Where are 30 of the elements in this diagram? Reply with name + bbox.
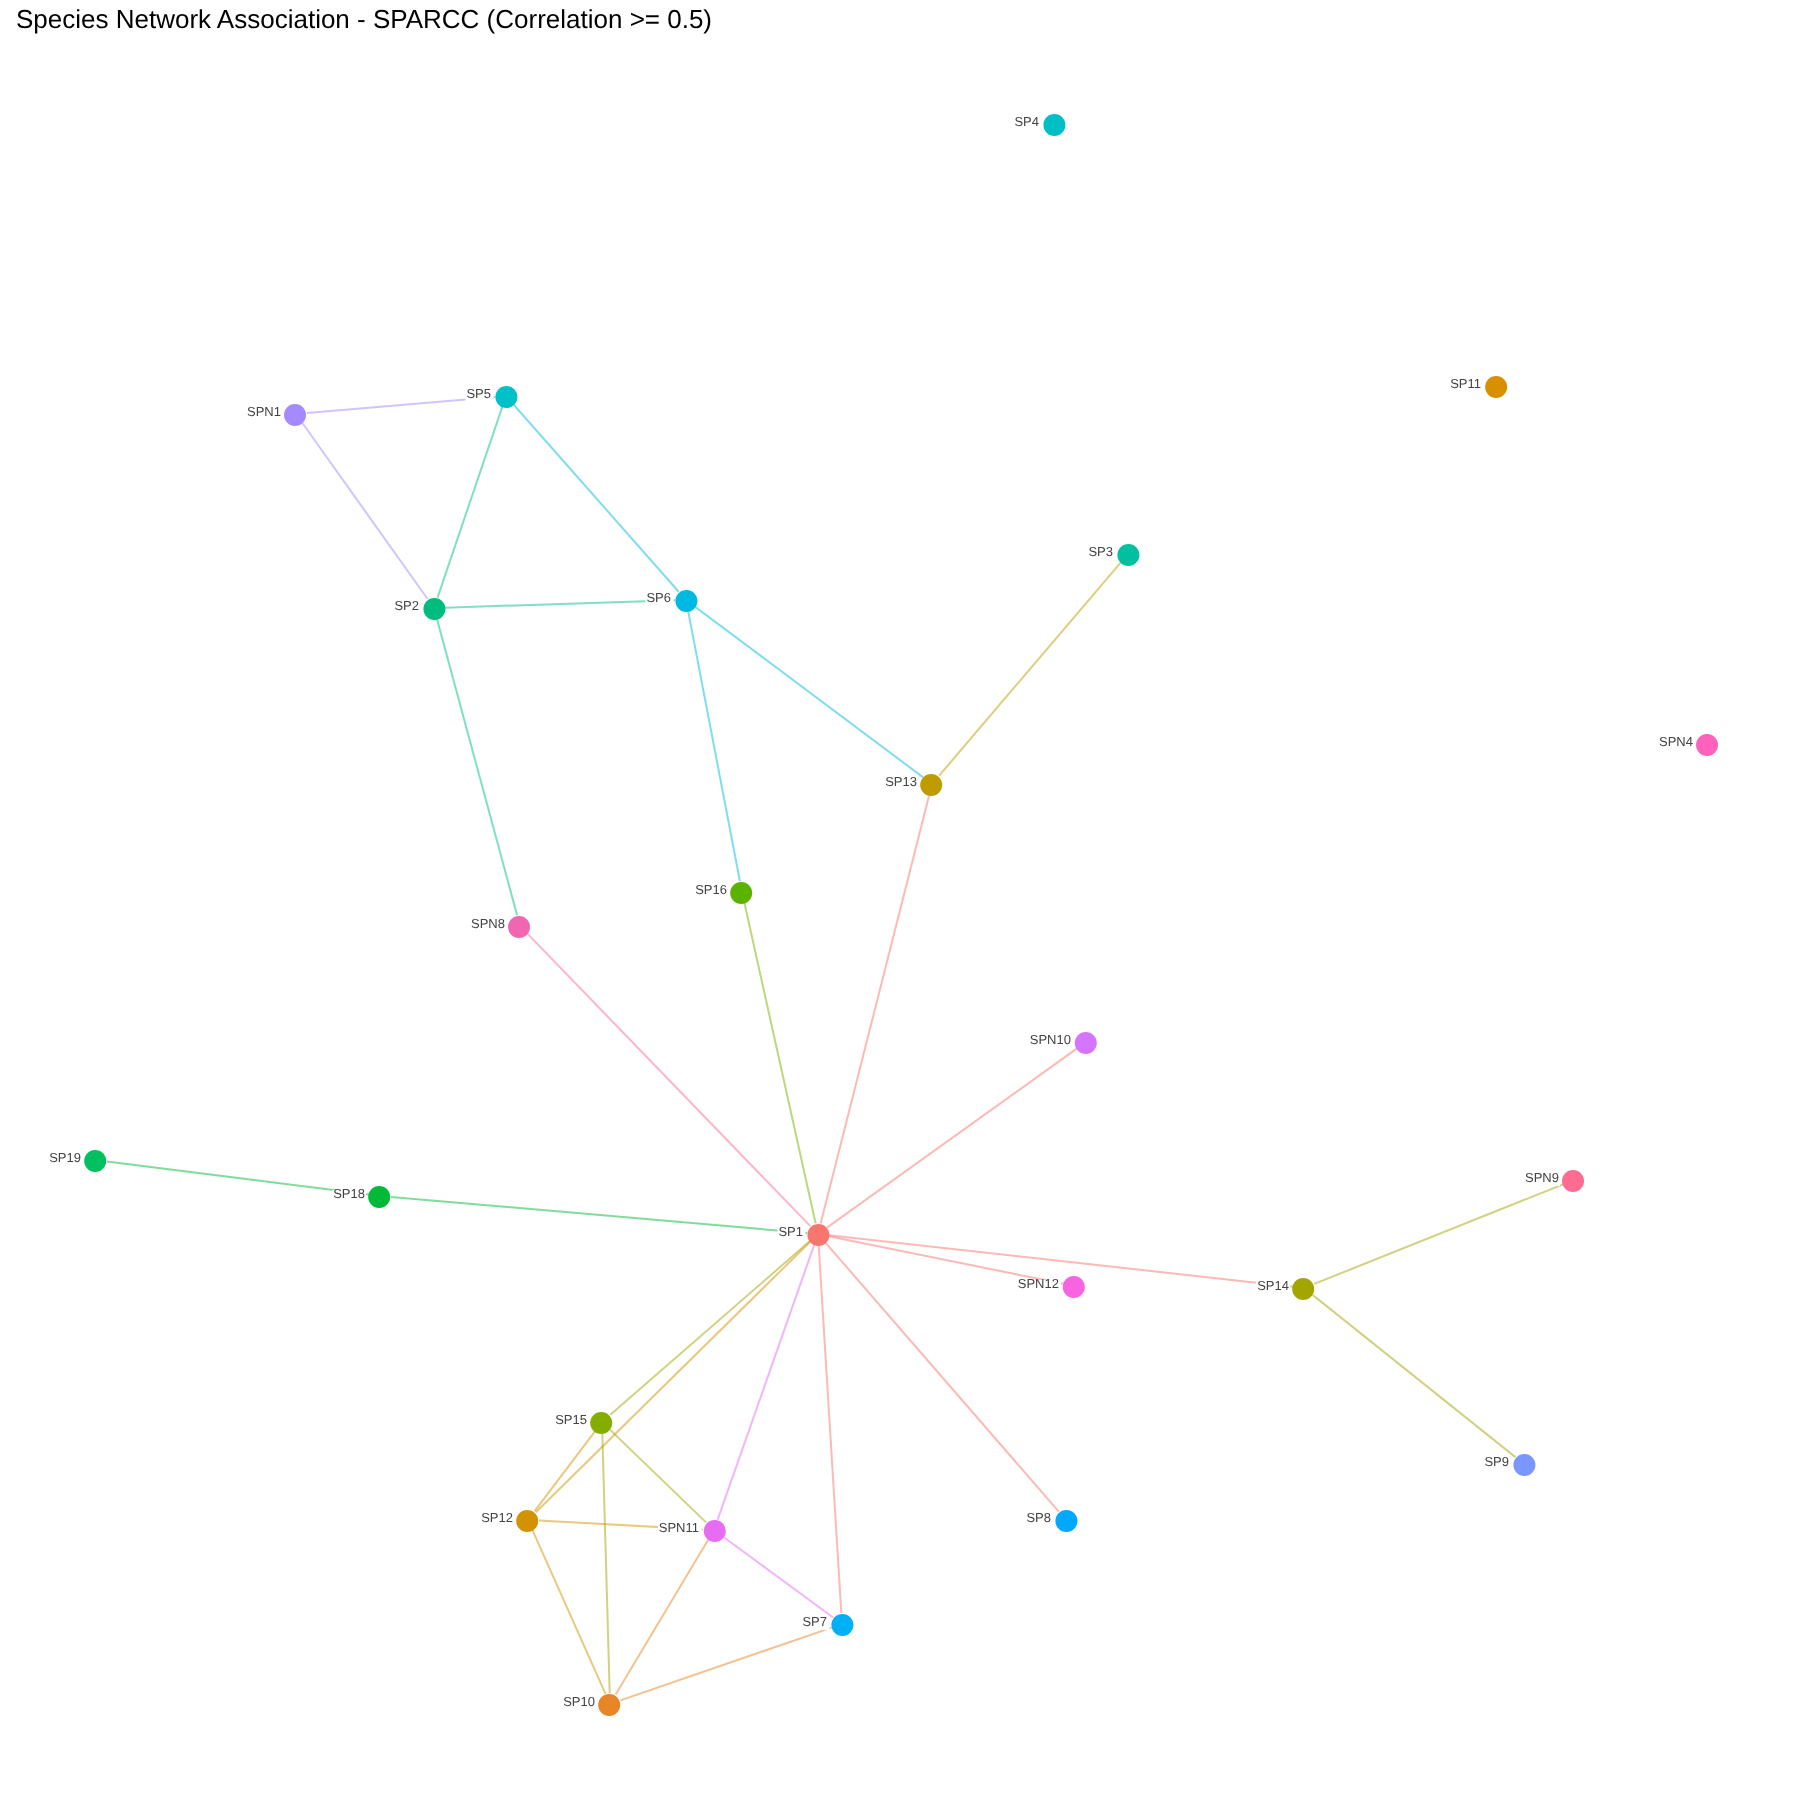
network-edge (531, 1529, 607, 1695)
network-edge (824, 1241, 1060, 1513)
network-edge (436, 405, 504, 599)
network-edge (608, 1428, 708, 1524)
network-edge (619, 1626, 833, 1702)
network-edge (305, 395, 497, 415)
network-edge (687, 609, 741, 883)
network-edge (301, 421, 429, 601)
network-edge (827, 1234, 1295, 1288)
network-edge (693, 605, 925, 779)
network-edge (1311, 1293, 1517, 1459)
network-edge (609, 1240, 811, 1416)
network-edge (512, 403, 680, 593)
network-edge (721, 1535, 835, 1619)
network-edge (817, 1244, 843, 1614)
network-edge (716, 1243, 816, 1521)
network-edge (825, 1047, 1079, 1229)
network-edge (1313, 1183, 1565, 1285)
network-edge (819, 793, 931, 1225)
chart-title: Species Network Association - SPARCC (Correlation >= 0.5) (16, 4, 713, 34)
network-edge (743, 901, 817, 1225)
network-edge (435, 617, 519, 917)
network-edge (614, 1538, 710, 1696)
network-edge (526, 932, 812, 1228)
network-edge (938, 561, 1122, 777)
network-edge (444, 599, 676, 609)
network-edge (534, 1240, 812, 1514)
network-edge (601, 1432, 611, 1694)
network-edge (389, 1195, 809, 1235)
network-edge (533, 1429, 597, 1513)
